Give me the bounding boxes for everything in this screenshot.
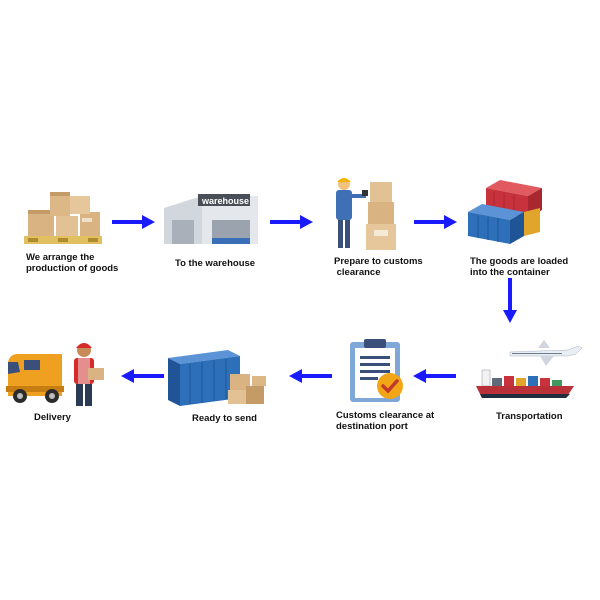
worker-scanning-boxes-icon <box>328 174 408 254</box>
step-label-line: Transportation <box>496 411 563 422</box>
step-label-line: To the warehouse <box>175 258 256 269</box>
step-label-line: The goods are loaded <box>470 256 569 267</box>
arrow-right-1 <box>112 214 156 230</box>
step-label-line: We arrange the <box>26 252 95 263</box>
step-label-line: into the container <box>470 267 550 278</box>
arrow-left-2 <box>288 368 332 384</box>
shipping-containers-icon <box>466 178 548 248</box>
step-label-line: Customs clearance at <box>336 410 435 421</box>
step-label-line: production of goods <box>26 263 119 274</box>
arrow-down <box>502 278 518 324</box>
boxes-on-pallet-icon <box>22 188 104 246</box>
step-label-line: Delivery <box>34 412 71 423</box>
step-label-line: destination port <box>336 421 408 432</box>
step-label-line: clearance <box>334 267 381 278</box>
step-label-line: Prepare to customs <box>334 256 423 267</box>
arrow-right-3 <box>414 214 458 230</box>
clipboard-checkmark-icon <box>346 338 408 404</box>
ship-and-plane-icon <box>470 338 590 404</box>
warehouse-sign-text: warehouse <box>202 196 250 206</box>
arrow-left-3 <box>120 368 164 384</box>
open-container-with-boxes-icon <box>166 348 270 408</box>
delivery-van-and-courier-icon <box>4 340 108 408</box>
warehouse-icon <box>162 194 260 246</box>
step-label-line: Ready to send <box>192 413 257 424</box>
arrow-left-1 <box>412 368 456 384</box>
arrow-right-2 <box>270 214 314 230</box>
